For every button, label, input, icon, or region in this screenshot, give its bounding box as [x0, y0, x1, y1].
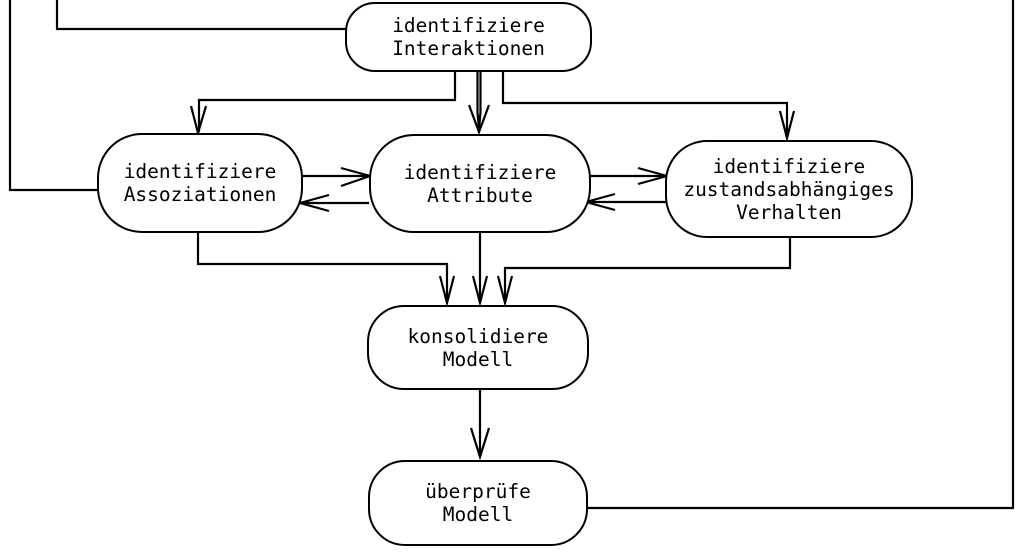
node-identifiziere-interaktionen: identifiziere Interaktionen: [345, 2, 592, 72]
edge-top-into-interaktionen: [55, 0, 346, 31]
edge-assoziationen-attribute: [303, 166, 374, 188]
edge-interaktionen-assoziationen: [189, 72, 457, 138]
node-label-ueberpruefe: überprüfe Modell: [425, 480, 531, 526]
node-label-attribute: identifiziere Attribute: [403, 160, 557, 207]
node-ueberpruefe-modell: überprüfe Modell: [368, 460, 588, 546]
node-label-verhalten: identifiziere zustandsabhängiges Verhalt…: [683, 154, 895, 224]
edge-konsolidiere-ueberpruefe: [469, 390, 491, 461]
edge-verhalten-attribute: [581, 192, 667, 212]
edge-top-into-assoziationen: [8, 0, 98, 192]
node-identifiziere-attribute: identifiziere Attribute: [369, 134, 591, 233]
node-identifiziere-assoziationen: identifiziere Assoziationen: [97, 133, 303, 233]
node-label-assoziationen: identifiziere Assoziationen: [123, 160, 277, 206]
node-label-interaktionen: identifiziere Interaktionen: [392, 14, 545, 60]
edge-attribute-assoziationen: [295, 193, 369, 213]
edge-attribute-konsolidiere: [471, 233, 489, 308]
edge-ueberpruefe-feedback-up: [587, 0, 1015, 510]
edge-assoziationen-konsolidiere: [196, 232, 456, 308]
edge-attribute-verhalten: [590, 166, 672, 186]
node-label-konsolidiere: konsolidiere Modell: [407, 324, 549, 371]
edge-interaktionen-attribute: [467, 72, 491, 136]
node-konsolidiere-modell: konsolidiere Modell: [367, 305, 589, 390]
edge-verhalten-konsolidiere: [496, 238, 792, 308]
node-identifiziere-zustandsabhaengiges-verhalten: identifiziere zustandsabhängiges Verhalt…: [665, 140, 913, 238]
edge-interaktionen-verhalten: [501, 72, 796, 143]
